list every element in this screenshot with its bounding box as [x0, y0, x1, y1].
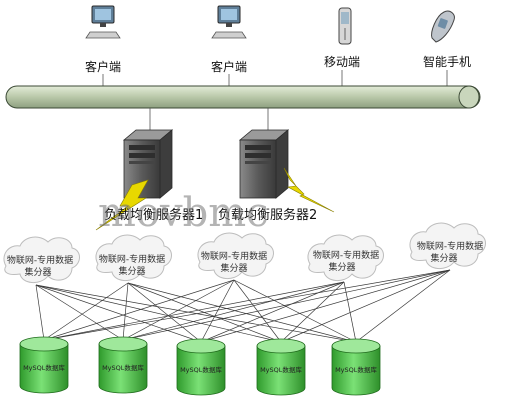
- server-connectors: [149, 108, 269, 130]
- lightning-bolt-icon: [283, 167, 335, 213]
- database-label: MySQL数据库: [23, 363, 65, 372]
- hub-label: 物联网-专用数据: [313, 249, 379, 261]
- desktop-computer-icon: [211, 5, 247, 39]
- database-3: MySQL数据库: [176, 338, 226, 396]
- database-cylinder-icon: [331, 338, 381, 396]
- hub-label: 集分器: [118, 265, 145, 277]
- hub-label: 集分器: [430, 252, 457, 264]
- client-label: 客户端: [85, 59, 121, 74]
- client-label: 智能手机: [423, 54, 471, 69]
- hub-label: 物联网-专用数据: [99, 253, 165, 265]
- database-label: MySQL数据库: [335, 365, 377, 374]
- hub-4: 物联网-专用数据 集分器: [307, 234, 384, 281]
- lightning-bolt-icon: [95, 179, 149, 231]
- database-cylinder-icon: [176, 338, 226, 396]
- client-label: 客户端: [211, 59, 247, 74]
- network-bus: [5, 85, 481, 109]
- hub-label: 物联网-专用数据: [201, 250, 267, 262]
- server-tower-icon: [238, 129, 290, 199]
- cloud-icon: [3, 236, 80, 283]
- hub-3: 物联网-专用数据 集分器: [197, 232, 274, 279]
- mobile-phone-icon: [338, 7, 352, 45]
- hub-label: 集分器: [24, 266, 51, 278]
- database-2: MySQL数据库: [98, 336, 148, 394]
- database-1: MySQL数据库: [19, 336, 69, 394]
- hub-label: 物联网-专用数据: [7, 254, 73, 266]
- hub-2: 物联网-专用数据 集分器: [95, 234, 172, 281]
- client-3: 移动端: [324, 7, 360, 69]
- database-4: MySQL数据库: [256, 338, 306, 396]
- server-label: 负载均衡服务器2: [218, 207, 317, 223]
- database-cylinder-icon: [19, 336, 69, 394]
- load-balancer-2: 负载均衡服务器2: [218, 129, 335, 223]
- client-2: 客户端: [211, 5, 247, 74]
- client-4: 智能手机: [423, 10, 471, 69]
- hub-label: 物联网-专用数据: [417, 240, 483, 252]
- server-label: 负载均衡服务器1: [104, 207, 203, 223]
- database-5: MySQL数据库: [331, 338, 381, 396]
- connection-mesh: [35, 269, 451, 343]
- hub-1: 物联网-专用数据 集分器: [3, 236, 80, 283]
- database-label: MySQL数据库: [180, 365, 222, 374]
- hub-label: 集分器: [328, 261, 355, 273]
- hub-5: 物联网-专用数据 集分器: [409, 222, 486, 269]
- database-cylinder-icon: [98, 336, 148, 394]
- database-label: MySQL数据库: [102, 363, 144, 372]
- client-1: 客户端: [85, 5, 121, 74]
- hub-label: 集分器: [220, 262, 247, 274]
- cloud-icon: [409, 222, 486, 269]
- desktop-computer-icon: [85, 5, 121, 39]
- cloud-icon: [197, 232, 274, 279]
- database-label: MySQL数据库: [260, 365, 302, 374]
- cloud-icon: [95, 234, 172, 281]
- smartphone-icon: [431, 10, 455, 43]
- watermark: movbmc: [98, 190, 269, 236]
- client-connectors: [102, 70, 448, 86]
- database-cylinder-icon: [256, 338, 306, 396]
- cloud-icon: [307, 234, 384, 281]
- load-balancer-1: 负载均衡服务器1: [95, 129, 203, 231]
- client-label: 移动端: [324, 55, 360, 69]
